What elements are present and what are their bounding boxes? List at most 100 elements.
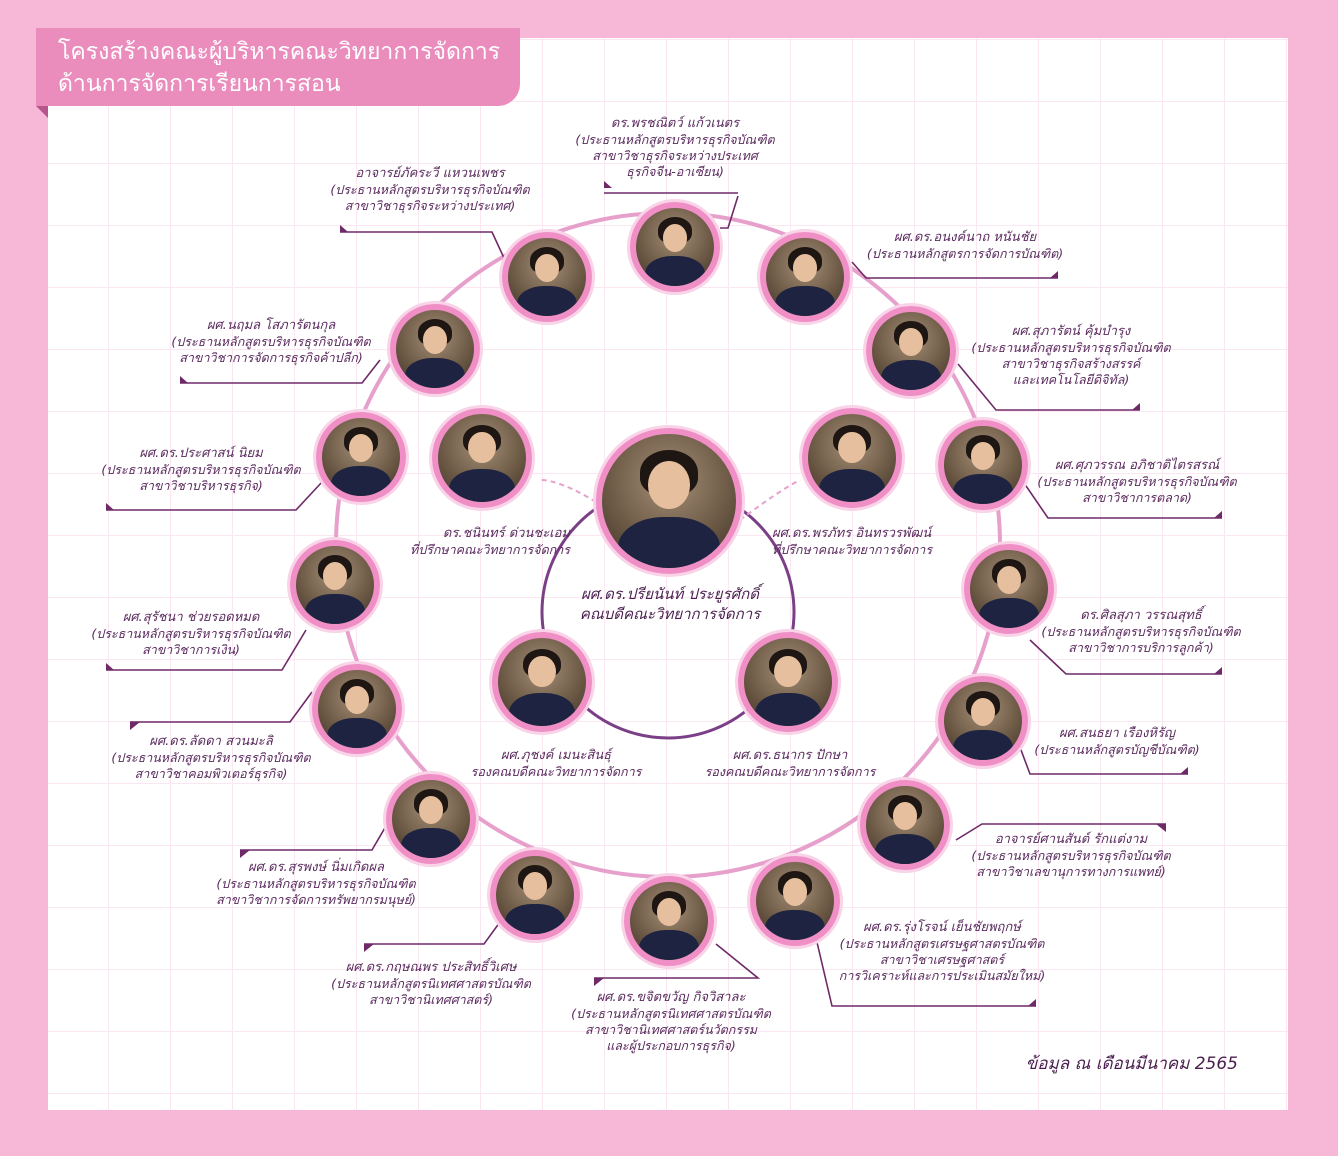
chair-3-name: ผศ.ดร.อนงค์นาถ หนันชัย [893, 230, 1037, 245]
vice-dean-1-role: รองคณบดีคณะวิทยาการจัดการ [470, 764, 642, 779]
chair-5-name: ผศ.สุภารัตน์ คุ้มบำรุง [1011, 324, 1131, 339]
chair-12-label: ผศ.ดร.สุรพงษ์ นิ่มเกิดผล (ประธานหลักสูตร… [206, 860, 426, 908]
chair-10-name: ผศ.ดร.ลัดดา สวนมะลิ [149, 734, 273, 749]
chair-11-label: ผศ.สนธยา เรืองหิรัญ (ประธานหลักสูตรบัญชี… [1012, 726, 1222, 758]
chair-15-line-1: (ประธานหลักสูตรนิเทศศาสตรบัณฑิต [571, 1006, 771, 1021]
chair-5-line-1: (ประธานหลักสูตรบริหารธุรกิจบัณฑิต [971, 340, 1171, 355]
photo-advisor-1 [432, 408, 532, 508]
photo-chair-13 [860, 780, 950, 870]
photo-chair-1 [630, 202, 720, 292]
advisor-2-role: ที่ปรึกษาคณะวิทยาการจัดการ [772, 542, 933, 557]
photo-chair-6 [316, 412, 406, 502]
photo-advisor-2 [802, 408, 902, 508]
chair-4-line-2: สาขาวิชาการจัดการธุรกิจค้าปลีก) [179, 350, 363, 365]
chair-1-line-2: สาขาวิชาธุรกิจระหว่างประเทศ [592, 148, 758, 163]
chair-2-name: อาจารย์ภัคระวี แหวนเพชร [355, 166, 505, 181]
photo-chair-9 [964, 544, 1054, 634]
chair-7-line-1: (ประธานหลักสูตรบริหารธุรกิจบัณฑิต [1037, 474, 1237, 489]
chair-9-label: ดร.ศิลสุภา วรรณสุทธิ์ (ประธานหลักสูตรบริ… [1036, 608, 1246, 656]
photo-chair-16 [750, 856, 840, 946]
chair-1-name: ดร.พรชณิตว์ แก้วเนตร [610, 116, 740, 131]
chair-14-line-2: สาขาวิชานิเทศศาสตร์) [368, 992, 494, 1007]
chair-7-line-2: สาขาวิชาการตลาด) [1082, 490, 1192, 505]
chair-5-line-2: สาขาวิชาธุรกิจสร้างสรรค์ [1001, 356, 1141, 371]
chair-15-line-3: และผู้ประกอบการธุรกิจ) [606, 1038, 736, 1053]
chair-8-line-1: (ประธานหลักสูตรบริหารธุรกิจบัณฑิต [91, 626, 291, 641]
chair-6-name: ผศ.ดร.ประศาสน์ นิยม [139, 446, 263, 461]
advisor-2-label: ผศ.ดร.พรภัทร อินทรวรพัฒน์ ที่ปรึกษาคณะวิ… [772, 526, 942, 558]
chair-1-line-1: (ประธานหลักสูตรบริหารธุรกิจบัณฑิต [575, 132, 775, 147]
vice-dean-2-name: ผศ.ดร.ธนากร ปักษา [732, 748, 848, 763]
photo-chair-7 [938, 420, 1028, 510]
chair-2-line-1: (ประธานหลักสูตรบริหารธุรกิจบัณฑิต [330, 182, 530, 197]
chair-12-line-2: สาขาวิชาการจัดการทรัพยากรมนุษย์) [216, 892, 416, 907]
chair-6-label: ผศ.ดร.ประศาสน์ นิยม (ประธานหลักสูตรบริหา… [96, 446, 306, 494]
chair-2-label: อาจารย์ภัคระวี แหวนเพชร (ประธานหลักสูตรบ… [325, 166, 535, 214]
chair-16-line-2: สาขาวิชาเศรษฐศาสตร์ [879, 952, 1005, 967]
photo-vice-dean-1 [492, 632, 592, 732]
chair-16-line-3: การวิเคราะห์และการประเมินสมัยใหม่) [838, 968, 1046, 983]
chair-16-label: ผศ.ดร.รุ่งโรจน์ เย็นชัยพฤกษ์ (ประธานหลัก… [832, 920, 1052, 984]
chair-11-line-1: (ประธานหลักสูตรบัญชีบัณฑิต) [1034, 742, 1200, 757]
chair-6-line-2: สาขาวิชาบริหารธุรกิจ) [139, 478, 263, 493]
chair-10-label: ผศ.ดร.ลัดดา สวนมะลิ (ประธานหลักสูตรบริหา… [106, 734, 316, 782]
photo-chair-14 [490, 850, 580, 940]
chair-5-line-3: และเทคโนโลยีดิจิทัล) [1012, 372, 1130, 387]
chair-15-name: ผศ.ดร.ขจิตขวัญ กิจวิสาละ [596, 990, 746, 1005]
chair-16-name: ผศ.ดร.รุ่งโรจน์ เย็นชัยพฤกษ์ [863, 920, 1021, 935]
chair-9-name: ดร.ศิลสุภา วรรณสุทธิ์ [1080, 608, 1202, 623]
title-line-2: ด้านการจัดการเรียนการสอน [58, 71, 341, 97]
title-banner [36, 28, 520, 106]
chair-14-label: ผศ.ดร.กฤษณพร ประสิทธิ์วิเศษ (ประธานหลักส… [326, 960, 536, 1008]
chair-7-label: ผศ.ศุภวรรณ อภิชาติไตรสรณ์ (ประธานหลักสูต… [1032, 458, 1242, 506]
dean-label: ผศ.ดร.ปรียนันท์ ประยูรศักดิ์ คณบดีคณะวิท… [560, 584, 780, 624]
chair-4-label: ผศ.นฤมล โสภารัตนกุล (ประธานหลักสูตรบริหา… [166, 318, 376, 366]
dean-role: คณบดีคณะวิทยาการจัดการ [579, 605, 761, 623]
chair-3-line-1: (ประธานหลักสูตรการจัดการบัณฑิต) [866, 246, 1064, 261]
title-line-1: โครงสร้างคณะผู้บริหารคณะวิทยาการจัดการ [58, 39, 501, 65]
photo-dean [596, 428, 742, 574]
chair-15-line-2: สาขาวิชานิเทศศาสตร์นวัตกรรม [584, 1022, 758, 1037]
vice-dean-2-label: ผศ.ดร.ธนากร ปักษา รองคณบดีคณะวิทยาการจัด… [690, 748, 890, 780]
chair-14-name: ผศ.ดร.กฤษณพร ประสิทธิ์วิเศษ [345, 960, 517, 975]
vice-dean-2-role: รองคณบดีคณะวิทยาการจัดการ [704, 764, 876, 779]
vice-dean-1-label: ผศ.ภุชงค์ เมนะสินธุ์ รองคณบดีคณะวิทยาการ… [456, 748, 656, 780]
vice-dean-1-name: ผศ.ภุชงค์ เมนะสินธุ์ [500, 748, 612, 763]
chair-8-label: ผศ.สุรัชนา ช่วยรอดหมด (ประธานหลักสูตรบริ… [86, 610, 296, 658]
chair-12-name: ผศ.ดร.สุรพงษ์ นิ่มเกิดผล [248, 860, 384, 875]
chair-12-line-1: (ประธานหลักสูตรบริหารธุรกิจบัณฑิต [216, 876, 416, 891]
chair-1-label: ดร.พรชณิตว์ แก้วเนตร (ประธานหลักสูตรบริห… [570, 116, 780, 180]
photo-chair-5 [866, 306, 956, 396]
chair-10-line-1: (ประธานหลักสูตรบริหารธุรกิจบัณฑิต [111, 750, 311, 765]
chair-3-label: ผศ.ดร.อนงค์นาถ หนันชัย (ประธานหลักสูตรกา… [860, 230, 1070, 262]
title-banner-fold [36, 106, 48, 118]
chair-13-label: อาจารย์ศานสันต์ รักแต่งาม (ประธานหลักสูต… [966, 832, 1176, 880]
chair-14-line-1: (ประธานหลักสูตรนิเทศศาสตรบัณฑิต [331, 976, 531, 991]
chair-13-line-1: (ประธานหลักสูตรบริหารธุรกิจบัณฑิต [971, 848, 1171, 863]
data-date-note: ข้อมูล ณ เดือนมีนาคม 2565 [1025, 1054, 1238, 1074]
photo-chair-10 [312, 664, 402, 754]
chair-5-label: ผศ.สุภารัตน์ คุ้มบำรุง (ประธานหลักสูตรบร… [966, 324, 1176, 388]
photo-chair-2 [502, 232, 592, 322]
chair-10-line-2: สาขาวิชาคอมพิวเตอร์ธุรกิจ) [134, 766, 288, 781]
chair-13-line-2: สาขาวิชาเลขานุการทางการแพทย์) [976, 864, 1166, 879]
advisor-2-name: ผศ.ดร.พรภัทร อินทรวรพัฒน์ [772, 526, 932, 541]
chair-7-name: ผศ.ศุภวรรณ อภิชาติไตรสรณ์ [1054, 458, 1220, 473]
advisor-1-label: ดร.ชนินทร์ ด่วนชะเอม ที่ปรึกษาคณะวิทยากา… [400, 526, 570, 558]
photo-chair-8 [290, 540, 380, 630]
chair-9-line-2: สาขาวิชาการบริการลูกค้า) [1068, 640, 1214, 655]
chair-1-line-3: ธุรกิจจีน-อาเซียน) [626, 164, 724, 179]
photo-chair-11 [938, 676, 1028, 766]
photo-chair-4 [390, 304, 480, 394]
photo-chair-15 [624, 876, 714, 966]
chair-11-name: ผศ.สนธยา เรืองหิรัญ [1058, 726, 1176, 741]
chair-16-line-1: (ประธานหลักสูตรเศรษฐศาสตรบัณฑิต [839, 936, 1045, 951]
page-title: โครงสร้างคณะผู้บริหารคณะวิทยาการจัดการ ด… [58, 36, 500, 100]
photo-chair-12 [386, 774, 476, 864]
chair-8-line-2: สาขาวิชาการเงิน) [142, 642, 240, 657]
advisor-1-role: ที่ปรึกษาคณะวิทยาการจัดการ [409, 542, 570, 557]
advisor-1-name: ดร.ชนินทร์ ด่วนชะเอม [442, 526, 570, 541]
chair-8-name: ผศ.สุรัชนา ช่วยรอดหมด [122, 610, 260, 625]
chair-13-name: อาจารย์ศานสันต์ รักแต่งาม [994, 832, 1148, 847]
dean-name: ผศ.ดร.ปรียนันท์ ประยูรศักดิ์ [580, 585, 759, 603]
